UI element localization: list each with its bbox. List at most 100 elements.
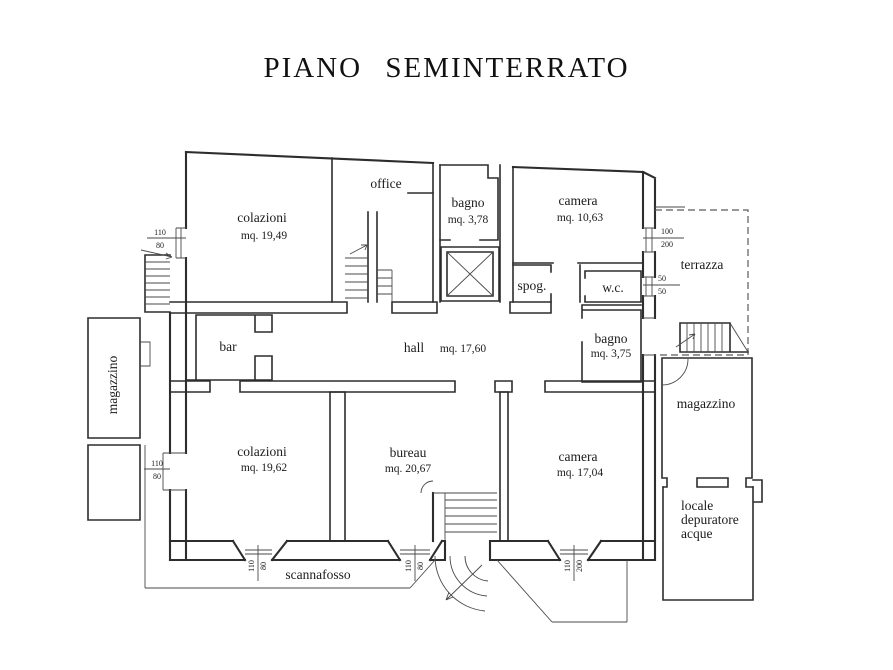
label-locale-line2: depuratore xyxy=(681,512,739,527)
partition-elevator-camera xyxy=(499,164,514,303)
bottom-window-glazing xyxy=(245,549,588,555)
office-stair-divider xyxy=(367,192,434,303)
label-spog: spog. xyxy=(518,278,547,293)
bar-outline xyxy=(185,314,273,381)
label-wc: w.c. xyxy=(602,280,624,295)
staircase-right xyxy=(675,322,749,353)
wall-top xyxy=(184,150,657,180)
office-stair-treads xyxy=(345,257,393,302)
label-colazioni-bottom: colazioni xyxy=(237,444,287,459)
dim-num: 110 xyxy=(154,228,166,237)
label-bagno-top-area: mq. 3,78 xyxy=(448,214,489,226)
label-camera-top-area: mq. 10,63 xyxy=(557,212,604,224)
dim-den: 200 xyxy=(575,560,584,572)
elevator-x-icon xyxy=(446,251,494,297)
wall-left xyxy=(168,150,188,562)
elevator-shaft xyxy=(440,246,500,302)
window-right-mid xyxy=(643,276,655,297)
interior-partitions xyxy=(329,157,644,542)
partition-bureau-camera xyxy=(499,391,509,542)
label-hall-area: mq. 17,60 xyxy=(440,343,487,355)
label-office: office xyxy=(370,176,401,191)
stair-right-treads xyxy=(686,322,749,353)
outer-walls xyxy=(168,150,657,562)
stair-left-arrow xyxy=(140,249,173,260)
label-camera-bottom: camera xyxy=(559,449,598,464)
label-bar: bar xyxy=(219,339,237,354)
terrazza-area xyxy=(655,206,749,356)
magazzino-left-bump xyxy=(140,341,151,367)
dim-den: 80 xyxy=(156,241,164,250)
stair-left-outline xyxy=(144,254,171,313)
stair-right-arrow xyxy=(675,333,696,348)
room-bagno-right-walls xyxy=(581,304,642,383)
label-bagno-top: bagno xyxy=(452,195,485,210)
window-symbols xyxy=(162,227,655,491)
dim-win-left-top: 110 80 xyxy=(147,228,186,250)
label-terrazza: terrazza xyxy=(681,257,724,272)
hall-wall-bands xyxy=(169,301,656,393)
terrazza-dashed-outline xyxy=(655,209,749,356)
label-locale-line3: acque xyxy=(681,526,712,541)
fan-step-arc-1 xyxy=(434,555,486,612)
dim-win-bottom-mid: 110 80 xyxy=(404,545,425,581)
dim-num: 50 xyxy=(658,274,666,283)
dim-num: 110 xyxy=(247,560,256,572)
room-locale-outline xyxy=(662,479,763,601)
dim-win-left-bottom: 110 80 xyxy=(144,459,170,481)
room-spog-walls xyxy=(512,264,552,303)
fan-step-arc-3 xyxy=(464,555,489,582)
room-bar-walls xyxy=(185,314,273,381)
dim-den: 80 xyxy=(259,562,268,570)
label-bagno-right: bagno xyxy=(595,331,628,346)
entrance-steps-structure xyxy=(420,480,497,543)
wall-bottom xyxy=(168,539,657,562)
room-wc-walls xyxy=(579,264,642,303)
window-left-top xyxy=(175,227,186,259)
fan-step-arc-2 xyxy=(449,555,488,597)
dim-win-right-mid: 50 50 xyxy=(643,274,680,296)
stair-right-outline xyxy=(679,322,749,353)
wall-right xyxy=(641,170,657,562)
dim-win-bottom-right: 110 200 xyxy=(563,545,584,581)
left-storeroom-outline xyxy=(87,444,141,521)
room-bagno-top-walls xyxy=(439,164,499,241)
page-title: PIANO SEMINTERRATO xyxy=(263,52,630,84)
hall-top-band xyxy=(169,301,642,314)
dim-num: 110 xyxy=(151,459,163,468)
trench-right-edge xyxy=(496,559,628,623)
right-annex xyxy=(661,357,763,601)
label-magazzino-right: magazzino xyxy=(677,396,736,411)
label-magazzino-left: magazzino xyxy=(105,356,120,415)
dim-win-right-top: 100 200 xyxy=(643,227,684,249)
label-hall: hall xyxy=(404,340,424,355)
dim-den: 200 xyxy=(661,240,673,249)
elevator-outer xyxy=(440,246,500,302)
dim-num: 100 xyxy=(661,227,673,236)
label-colazioni-bottom-area: mq. 19,62 xyxy=(241,462,288,474)
partition-colazioni-bureau xyxy=(329,391,346,542)
dim-den: 50 xyxy=(658,287,666,296)
label-scannafosso: scannafosso xyxy=(285,567,350,582)
dim-den: 80 xyxy=(153,472,161,481)
dimension-labels: 110 80 110 80 100 200 50 50 110 xyxy=(144,227,684,581)
dim-den: 80 xyxy=(416,562,425,570)
label-bureau: bureau xyxy=(390,445,427,460)
staircase-left xyxy=(140,249,173,313)
label-camera-top: camera xyxy=(559,193,598,208)
dim-num: 110 xyxy=(404,560,413,572)
magazzino-right-door-arc xyxy=(661,358,689,386)
office-staircase xyxy=(345,244,393,302)
window-left-bottom xyxy=(162,452,186,491)
room-labels: colazioni mq. 19,49 office bagno mq. 3,7… xyxy=(105,176,739,582)
label-bagno-right-area: mq. 3,75 xyxy=(591,348,632,360)
label-bureau-area: mq. 20,67 xyxy=(385,463,432,475)
room-magazzino-left-outline xyxy=(87,317,141,439)
label-locale-line1: locale xyxy=(681,498,713,513)
office-stair-arrow xyxy=(349,244,368,255)
dim-num: 110 xyxy=(563,560,572,572)
label-camera-bottom-area: mq. 17,04 xyxy=(557,467,604,479)
partition-office-corridor xyxy=(432,162,441,303)
